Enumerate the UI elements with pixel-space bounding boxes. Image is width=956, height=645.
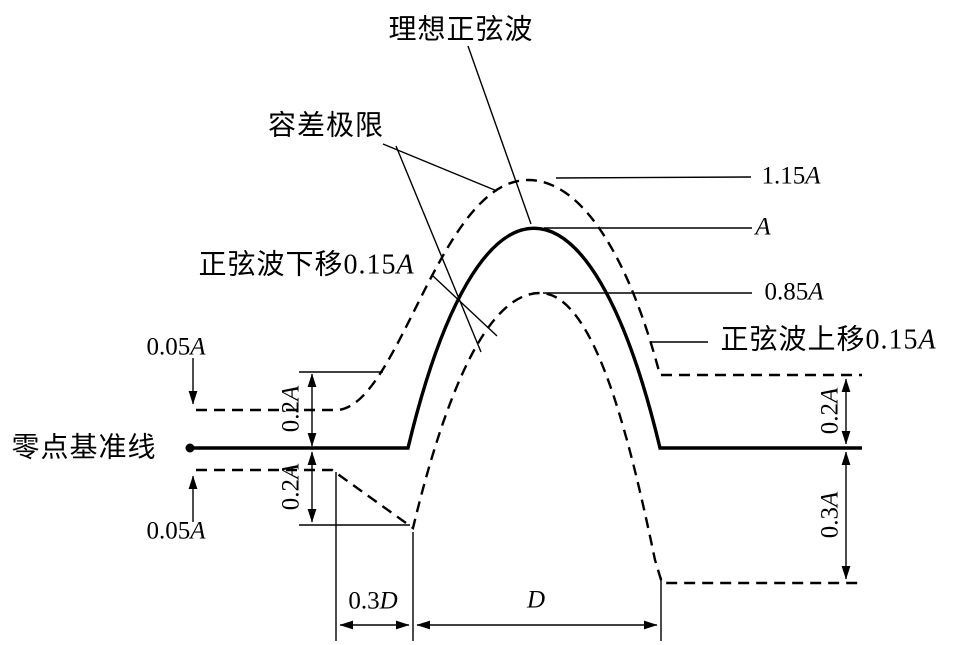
lower-tolerance-curve (196, 291, 862, 585)
dim-label-a: A (755, 213, 770, 241)
dim-d-var: D (526, 586, 546, 614)
leader-shift-down (432, 275, 498, 337)
dim-02a-right-num: 0.2 (816, 403, 844, 435)
leader-115a (555, 176, 752, 179)
dim-005a-bottom-var: A (190, 517, 206, 545)
sine-shift-down-text: 正弦波下移0.15 (198, 249, 397, 281)
ideal-sine-text: 理想正弦波 (388, 14, 534, 46)
dim-label-02a-left-lower: 0.2A (277, 464, 305, 511)
tolerance-limit-label: 容差极限 (267, 110, 385, 143)
ideal-sine-label: 理想正弦波 (388, 14, 534, 47)
dim-115a-var: A (805, 162, 821, 190)
sine-shift-up-label: 正弦波上移0.15A (720, 324, 936, 357)
baseline-dot (185, 443, 195, 453)
dim-a-var: A (755, 213, 771, 241)
sine-shift-down-var: A (396, 249, 414, 281)
dim-005a-top-num: 0.05 (146, 333, 191, 361)
dim-03a-right-var: A (816, 491, 844, 508)
dim-label-03d: 0.3D (348, 587, 397, 615)
upper-tolerance-curve (196, 178, 862, 412)
dim-label-005a-top: 0.05A (146, 333, 205, 361)
tolerance-limit-text: 容差极限 (267, 110, 385, 142)
dim-label-d: D (527, 586, 545, 614)
dim-085a-num: 0.85 (764, 278, 809, 306)
dim-02a-left-upper-num: 0.2 (277, 401, 305, 433)
leader-tolerance-upper (382, 143, 498, 192)
dim-005a-top-var: A (190, 333, 206, 361)
sine-shift-up-var: A (918, 324, 936, 356)
dim-label-02a-left-upper: 0.2A (277, 386, 305, 433)
dim-02a-left-lower-var: A (277, 463, 305, 480)
dim-02a-right-var: A (816, 387, 844, 404)
sine-shift-up-text: 正弦波上移0.15 (720, 324, 919, 356)
dim-label-02a-right: 0.2A (816, 388, 844, 435)
dim-03d-num: 0.3 (348, 587, 380, 615)
dim-label-005a-bottom: 0.05A (146, 517, 205, 545)
dim-02a-left-lower-num: 0.2 (277, 479, 305, 511)
dim-label-03a-right: 0.3A (816, 492, 844, 539)
dim-03a-right-num: 0.3 (816, 507, 844, 539)
dim-085a-var: A (808, 278, 824, 306)
zero-baseline-text: 零点基准线 (11, 432, 157, 464)
zero-baseline-label: 零点基准线 (11, 432, 157, 465)
dim-115a-num: 1.15 (761, 162, 806, 190)
ideal-sine-curve (190, 226, 862, 450)
dim-02a-left-upper-var: A (277, 385, 305, 402)
dim-label-115a: 1.15A (761, 162, 820, 190)
dim-label-085a: 0.85A (764, 278, 823, 306)
dim-005a-bottom-num: 0.05 (146, 517, 191, 545)
dim-03d-var: D (379, 587, 398, 615)
leader-tolerance-lower (395, 145, 482, 353)
sine-shift-down-label: 正弦波下移0.15A (198, 249, 414, 282)
leader-ideal-sine (467, 45, 532, 225)
